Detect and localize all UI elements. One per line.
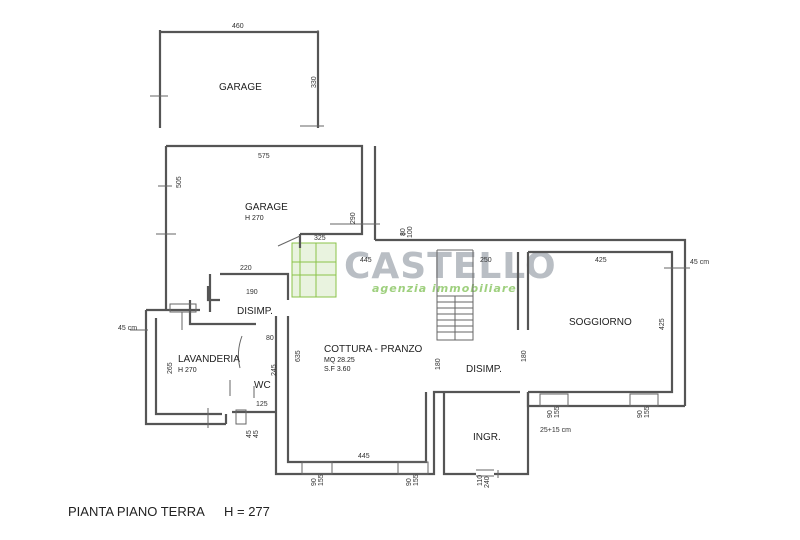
dim-265: 265 — [167, 362, 174, 374]
dim-45cm-right: 45 cm — [690, 259, 709, 266]
room-disimp-left: DISIMP. — [237, 306, 273, 317]
dim-325: 325 — [314, 235, 326, 242]
dim-460: 460 — [232, 23, 244, 30]
dim-190: 190 — [246, 289, 258, 296]
room-cottura-sf: S.F 3.60 — [324, 366, 351, 373]
dim-90-d: 90 — [637, 410, 644, 418]
staircase — [436, 249, 474, 341]
plan-title: PIANTA PIANO TERRA H = 277 — [68, 504, 270, 519]
dim-180a: 180 — [435, 358, 442, 370]
room-wc: WC — [254, 380, 271, 391]
room-garage-top: GARAGE — [219, 82, 262, 93]
dim-155-d: 155 — [644, 406, 651, 418]
dim-575: 575 — [258, 153, 270, 160]
room-ingresso: INGR. — [473, 432, 501, 443]
walls — [130, 30, 690, 478]
logo-tagline: agenzia immobiliare — [372, 282, 517, 295]
dim-445-bottom: 445 — [358, 453, 370, 460]
dim-180b: 180 — [521, 350, 528, 362]
dim-80b: 80 — [266, 335, 274, 342]
dim-425-top: 425 — [595, 257, 607, 264]
dim-45: 45 — [246, 430, 253, 438]
room-lavanderia: LAVANDERIA — [178, 354, 240, 365]
dim-290: 290 — [350, 212, 357, 224]
dim-125: 125 — [256, 401, 268, 408]
logo-name: CASTELLO — [344, 246, 557, 287]
agency-logo: CASTELLO agenzia immobiliare — [291, 242, 557, 298]
dim-330: 330 — [311, 76, 318, 88]
room-labels: GARAGE GARAGE H 270 DISIMP. LAVANDERIA H… — [178, 82, 632, 443]
dim-155-a: 155 — [318, 474, 325, 486]
dim-110: 110 — [477, 475, 484, 486]
room-cottura-mq: MQ 28.25 — [324, 357, 355, 364]
dim-100: 100 — [407, 226, 414, 238]
room-soggiorno: SOGGIORNO — [569, 317, 632, 328]
dim-425-side: 425 — [659, 318, 666, 330]
dim-635: 635 — [295, 350, 302, 362]
room-disimp-center: DISIMP. — [466, 364, 502, 375]
dim-240: 240 — [484, 476, 491, 488]
room-garage-height: H 270 — [245, 215, 264, 222]
dim-155-b: 155 — [413, 474, 420, 486]
plan-height: H = 277 — [224, 504, 270, 519]
dim-250: 250 — [480, 257, 492, 264]
dim-90-a: 90 — [311, 478, 318, 486]
dim-80a: 80 — [400, 228, 407, 236]
dim-25-15: 25+15 cm — [540, 427, 571, 434]
dimension-labels: 460 330 575 505 290 325 220 190 80 100 4… — [118, 23, 709, 488]
dim-505: 505 — [176, 176, 183, 188]
dim-45cm-left: 45 cm — [118, 325, 137, 332]
dim-90-b: 90 — [406, 478, 413, 486]
room-cottura: COTTURA - PRANZO — [324, 344, 423, 355]
dim-155-c: 155 — [554, 406, 561, 418]
dim-245: 245 — [271, 364, 278, 376]
dim-90-c: 90 — [547, 410, 554, 418]
dim-220: 220 — [240, 265, 252, 272]
room-lavanderia-height: H 270 — [178, 367, 197, 374]
plan-title-text: PIANTA PIANO TERRA — [68, 504, 205, 519]
dim-445-top: 445 — [360, 257, 372, 264]
room-garage: GARAGE — [245, 202, 288, 213]
dim-45b: 45 — [253, 430, 260, 438]
